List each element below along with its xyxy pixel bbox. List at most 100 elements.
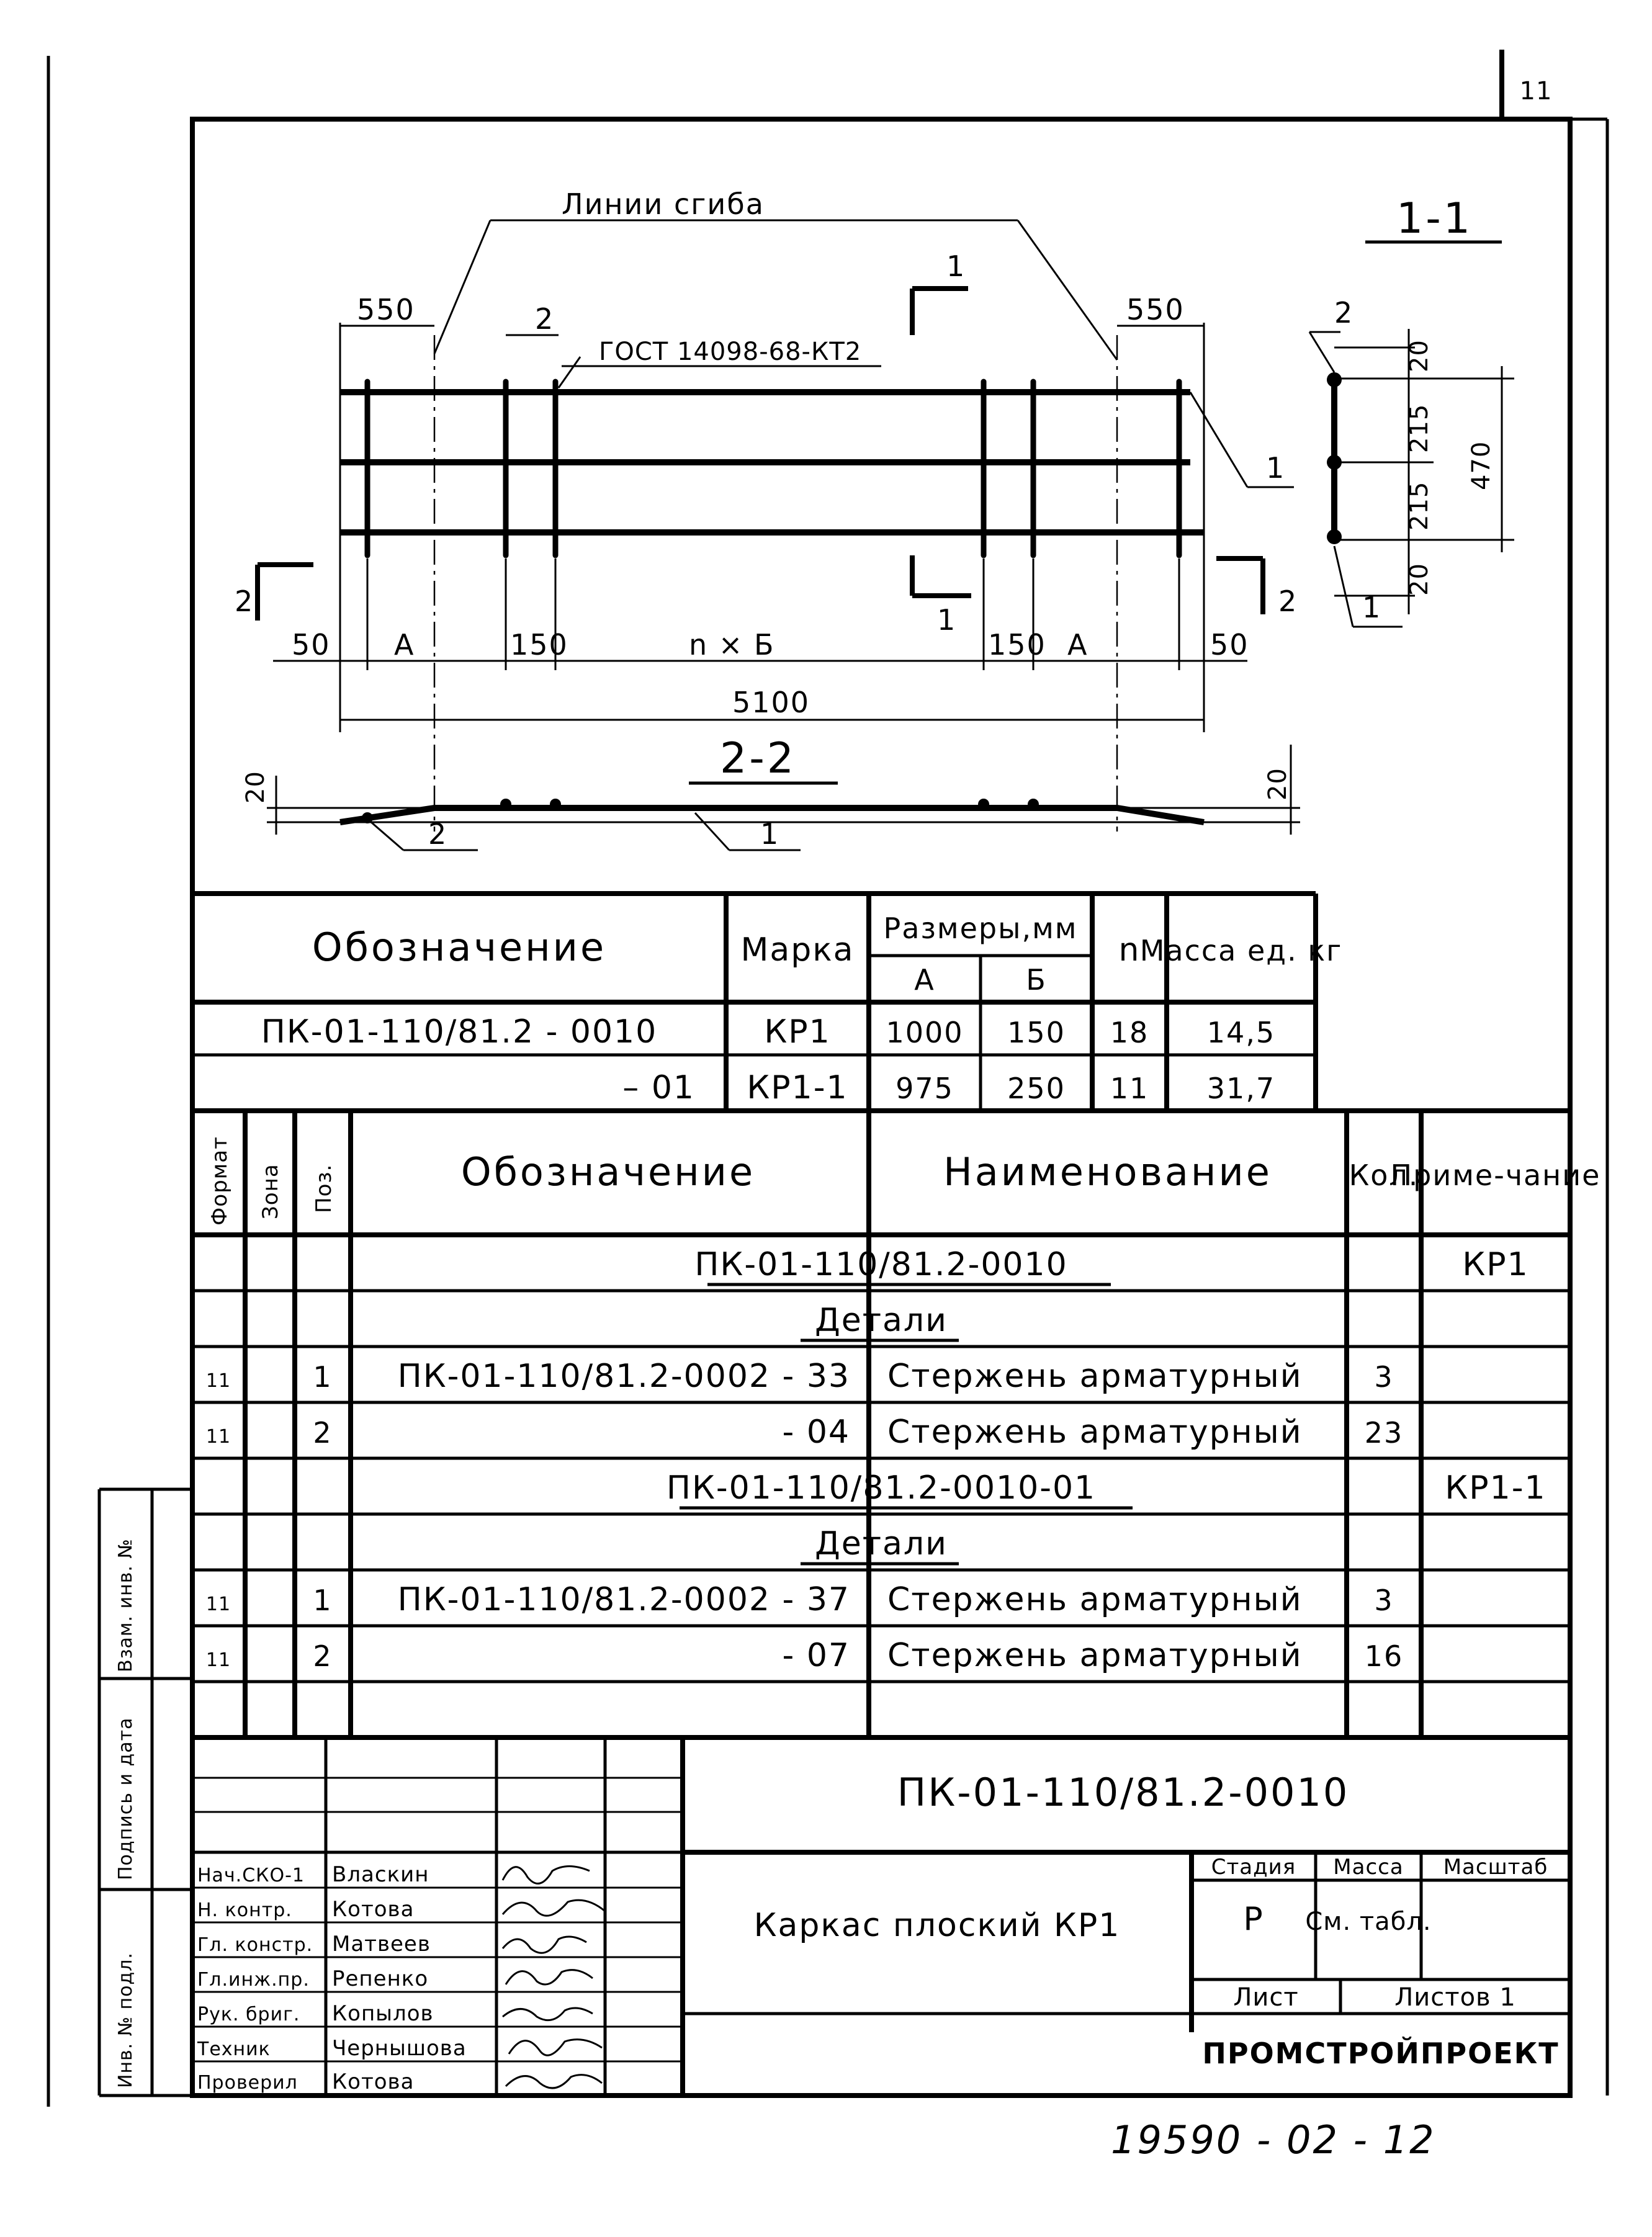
signer-name-2: Котова [332,1897,414,1922]
signature-5 [502,2007,593,2022]
title-mass-value: См. табл. [1305,1908,1431,1936]
side-stamp: Инв. № подл. Подпись и дата Взам. инв. № [97,1487,192,2097]
spec-row2-name: Стержень арматурный [887,1414,1303,1451]
signature-7 [505,2074,603,2089]
spec-header-qty: Кол. [1349,1159,1419,1192]
spec-row4-qty: 16 [1365,1639,1404,1673]
mark-row1-a: 1000 [886,1016,963,1049]
spec-group1-details: Детали [815,1302,948,1339]
signer-name-6: Чернышова [332,2036,467,2061]
spec-row1-pos: 1 [313,1360,332,1394]
mark-header-sizes: Размеры,мм [884,912,1078,945]
spec-row2-format: 11 [206,1426,231,1448]
section-1-1-label: 1-1 [1396,194,1473,243]
pos-1-elevation: 1 [1266,451,1285,485]
spec-row2-pos: 2 [313,1416,332,1450]
mark-row1-n: 18 [1110,1016,1149,1049]
spec-group1-note: КР1 [1462,1246,1529,1283]
pos-1-section: 1 [760,817,779,851]
title-stage-label: Стадия [1211,1855,1296,1880]
pos-2-section: 2 [428,817,447,851]
signer-name-7: Котова [332,2069,414,2094]
dim-20-section-left: 20 [241,771,270,804]
spec-row2-qty: 23 [1365,1416,1404,1450]
dim-150-right: 150 [988,628,1046,661]
signer-name-5: Копылов [332,2001,434,2026]
mark-row1-b: 150 [1007,1016,1066,1049]
spec-row4-format: 11 [206,1649,231,1671]
title-doc-number: ПК-01-110/81.2-0010 [897,1770,1350,1815]
title-stage-value: Р [1243,1901,1264,1938]
dim-550-right: 550 [1126,293,1185,326]
spec-row1-qty: 3 [1374,1360,1393,1394]
dim-50-left: 50 [292,628,331,661]
frame-elevation: Линии сгиба 550 550 2 ГОСТ 14098-68-КТ2 … [235,187,1298,832]
dim-470: 470 [1467,441,1496,490]
spec-header-zone: Зона [258,1163,283,1219]
cut-1-bottom: 1 [937,603,956,637]
spec-group2-title: ПК-01-110/81.2-0010-01 [667,1469,1096,1507]
mark-header-a: А [914,963,935,997]
spec-row3-name: Стержень арматурный [887,1581,1303,1618]
cut-2-right: 2 [1278,585,1298,618]
title-sheet-label: Лист [1233,1983,1298,2012]
section-2-2: 2-2 20 20 2 1 [241,734,1300,851]
stamp-vzam-inv: Взам. инв. № [115,1538,137,1672]
mark-header-b: Б [1026,963,1047,997]
spec-row4-designation: - 07 [783,1637,850,1674]
spec-group1-title: ПК-01-110/81.2-0010 [694,1246,1067,1283]
cut-2-left: 2 [235,585,254,618]
spec-row1-designation: ПК-01-110/81.2-0002 - 33 [398,1358,850,1395]
signature-2 [501,1899,606,1917]
bottom-code: 19590 - 02 - 12 [1111,2117,1436,2163]
mark-header-mark: Марка [740,931,854,969]
spec-row3-designation: ПК-01-110/81.2-0002 - 37 [398,1581,850,1618]
dim-a-right: А [1067,628,1088,661]
spec-row3-format: 11 [206,1594,231,1615]
signer-role-1: Нач.СКО-1 [197,1865,305,1886]
spec-group2-details: Детали [815,1525,948,1562]
spec-row3-qty: 3 [1374,1584,1393,1617]
signer-role-6: Техник [197,2038,271,2060]
pos-2-section-1: 2 [1334,296,1353,329]
mark-header-mass: Масса ед. кг [1140,934,1343,967]
signer-name-1: Власкин [332,1862,429,1887]
mark-row2-n: 11 [1110,1072,1149,1105]
signature-4 [505,1969,593,1986]
dimension-chain: 50 А 150 n × Б 150 А 50 5100 [273,558,1248,721]
spec-header-note: Приме-чание [1391,1159,1601,1192]
signer-name-4: Репенко [332,1966,428,1991]
sheet-frame [47,50,1609,2107]
signer-role-5: Рук. бриг. [197,2004,300,2025]
spec-row4-name: Стержень арматурный [887,1637,1303,1674]
pos-2-elevation: 2 [535,302,554,336]
title-org: ПРОМСТРОЙПРОЕКТ [1202,2037,1559,2070]
spec-table: Формат Зона Поз. Обозначение Наименовани… [192,1111,1601,1740]
mark-row2-b: 250 [1007,1072,1066,1105]
dim-215-bottom: 215 [1405,482,1434,531]
mark-row1-mass: 14,5 [1207,1016,1275,1049]
dim-a-left: А [394,628,415,661]
spec-row1-format: 11 [206,1370,231,1392]
spec-header-designation: Обозначение [461,1149,755,1195]
dim-n-b: n × Б [689,628,775,661]
title-scale-label: Масштаб [1443,1855,1548,1880]
pos-1-section-1: 1 [1362,591,1381,624]
spec-group2-note: КР1-1 [1445,1469,1546,1507]
dim-215-top: 215 [1405,404,1434,453]
gost-label: ГОСТ 14098-68-КТ2 [599,338,861,366]
title-block: ПК-01-110/81.2-0010 Каркас плоский КР1 С… [192,1737,1570,2096]
signer-role-3: Гл. констр. [197,1934,313,1956]
title-name: Каркас плоский КР1 [754,1907,1121,1944]
dim-20-bottom: 20 [1405,563,1434,596]
dim-5100: 5100 [732,686,810,719]
section-2-2-label: 2-2 [720,734,796,783]
mark-row2-mark: КР1-1 [747,1069,848,1106]
mark-header-designation: Обозначение [312,925,606,970]
dim-20-section-right: 20 [1264,768,1292,800]
spec-row1-name: Стержень арматурный [887,1358,1303,1395]
spec-header-pos: Поз. [312,1164,336,1213]
mark-row2-a: 975 [896,1072,954,1105]
spec-row4-pos: 2 [313,1639,332,1673]
